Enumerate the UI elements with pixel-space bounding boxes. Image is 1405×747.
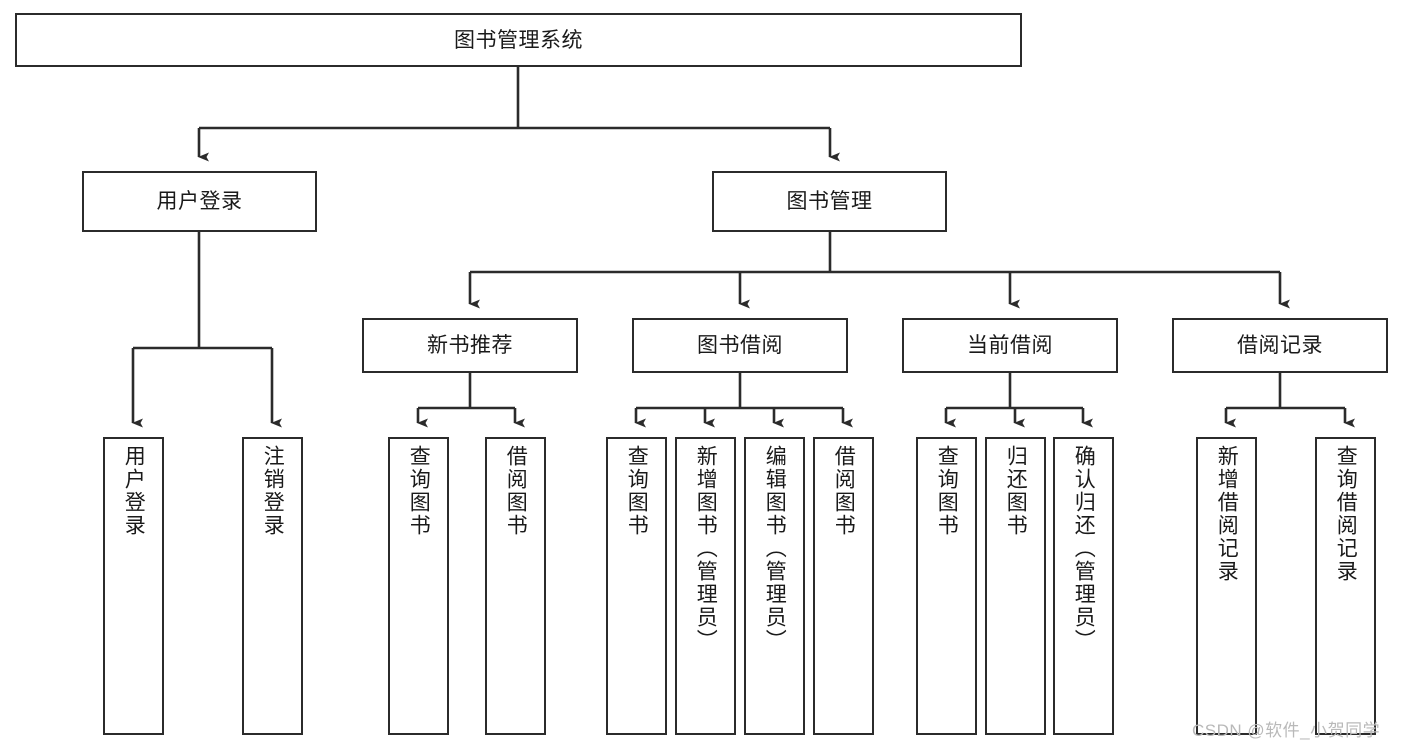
node-leaf-add-borrow-record[interactable]: 新增借阅记录 <box>1196 437 1257 735</box>
node-leaf-borrow-books-1-label: 借阅图书 <box>504 445 528 537</box>
node-leaf-query-books-1[interactable]: 查询图书 <box>388 437 449 735</box>
node-leaf-return-books[interactable]: 归还图书 <box>985 437 1046 735</box>
node-current-borrow[interactable]: 当前借阅 <box>902 318 1118 373</box>
node-leaf-confirm-return-admin-label: 确认归还（管理员） <box>1072 445 1096 652</box>
csdn-watermark: CSDN @软件_小贺同学 <box>1192 721 1381 740</box>
node-leaf-query-books-2[interactable]: 查询图书 <box>606 437 667 735</box>
node-new-book-recommend[interactable]: 新书推荐 <box>362 318 578 373</box>
node-leaf-query-books-3-label: 查询图书 <box>935 445 959 537</box>
node-leaf-logout[interactable]: 注销登录 <box>242 437 303 735</box>
node-book-borrow-label: 图书借阅 <box>697 334 783 357</box>
node-leaf-return-books-label: 归还图书 <box>1004 445 1028 537</box>
node-leaf-query-books-1-label: 查询图书 <box>407 445 431 537</box>
node-root-label: 图书管理系统 <box>454 28 583 52</box>
node-leaf-user-login-label: 用户登录 <box>122 445 146 537</box>
node-leaf-edit-book-admin-label: 编辑图书（管理员） <box>763 445 787 652</box>
node-leaf-query-borrow-record-label: 查询借阅记录 <box>1334 445 1358 583</box>
node-book-borrow[interactable]: 图书借阅 <box>632 318 848 373</box>
node-leaf-logout-label: 注销登录 <box>261 445 285 537</box>
node-leaf-borrow-books-1[interactable]: 借阅图书 <box>485 437 546 735</box>
node-book-management[interactable]: 图书管理 <box>712 171 947 232</box>
node-leaf-add-book-admin-label: 新增图书（管理员） <box>694 445 718 652</box>
node-leaf-edit-book-admin[interactable]: 编辑图书（管理员） <box>744 437 805 735</box>
node-borrow-records-label: 借阅记录 <box>1237 334 1323 357</box>
node-leaf-add-book-admin[interactable]: 新增图书（管理员） <box>675 437 736 735</box>
node-user-login-label: 用户登录 <box>156 190 243 213</box>
node-user-login[interactable]: 用户登录 <box>82 171 317 232</box>
node-new-book-recommend-label: 新书推荐 <box>427 334 513 357</box>
node-book-management-label: 图书管理 <box>786 190 873 213</box>
node-leaf-user-login[interactable]: 用户登录 <box>103 437 164 735</box>
node-leaf-query-books-3[interactable]: 查询图书 <box>916 437 977 735</box>
node-leaf-borrow-books-2[interactable]: 借阅图书 <box>813 437 874 735</box>
node-borrow-records[interactable]: 借阅记录 <box>1172 318 1388 373</box>
node-leaf-query-borrow-record[interactable]: 查询借阅记录 <box>1315 437 1376 735</box>
node-leaf-confirm-return-admin[interactable]: 确认归还（管理员） <box>1053 437 1114 735</box>
node-leaf-borrow-books-2-label: 借阅图书 <box>832 445 856 537</box>
node-leaf-add-borrow-record-label: 新增借阅记录 <box>1215 445 1239 583</box>
node-leaf-query-books-2-label: 查询图书 <box>625 445 649 537</box>
node-root-system[interactable]: 图书管理系统 <box>15 13 1022 67</box>
node-current-borrow-label: 当前借阅 <box>967 334 1053 357</box>
